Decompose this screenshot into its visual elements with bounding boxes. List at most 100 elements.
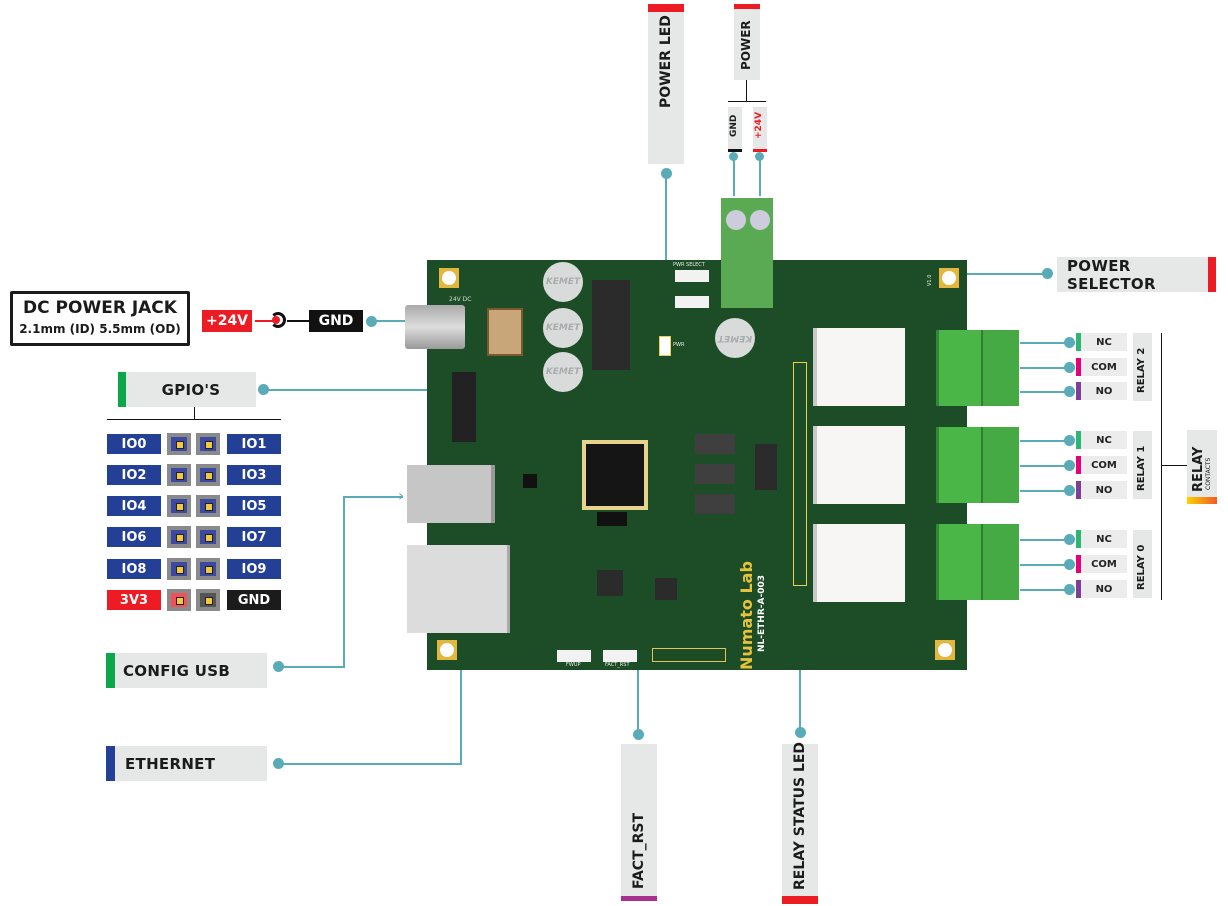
relay-2-no: NO (1081, 382, 1127, 400)
power-gnd-title: GND (729, 114, 739, 137)
dc-power-jack-callout: DC POWER JACK 2.1mm (ID) 5.5mm (OD) (10, 291, 190, 346)
optocoupler (695, 464, 735, 484)
terminal-screw-icon (726, 210, 746, 230)
usb-ic (523, 474, 537, 488)
power-24v-accent (753, 149, 767, 152)
ethernet-leader-line (279, 763, 462, 765)
jack-center-dot (272, 316, 280, 324)
power-24v-label: +24V (753, 107, 767, 152)
nc-accent (1076, 530, 1081, 548)
silk-pwr-select: PWR SELECT (673, 262, 705, 268)
power-gnd-dot (729, 152, 738, 161)
com-accent (1076, 358, 1081, 376)
contact-dot (1064, 584, 1075, 595)
capacitor-kemet: KEMET (715, 318, 755, 358)
relay-2-com: COM (1081, 358, 1127, 376)
power-selector-leader-dot (1042, 268, 1053, 279)
power-led-leader-line (665, 175, 667, 335)
contact-dot (1064, 460, 1075, 471)
relay-contacts-label: RELAY CONTACTS (1187, 430, 1217, 504)
power-led-leader-dot (661, 168, 672, 179)
contact-leader (1020, 490, 1068, 492)
pwr-header-2 (675, 296, 709, 308)
ethernet-title: ETHERNET (125, 754, 216, 773)
contact-dot (1064, 337, 1075, 348)
jack-negative-line (287, 320, 309, 322)
power-terminal-block (721, 198, 773, 308)
power-24v-dot (755, 152, 764, 161)
config-usb-label: CONFIG USB (106, 653, 267, 688)
gpio-pin-label: IO3 (227, 465, 281, 485)
config-usb-title: CONFIG USB (123, 661, 231, 680)
gpio-pin-icon (167, 558, 191, 580)
ethernet-label: ETHERNET (106, 746, 267, 781)
power-gnd-label: GND (728, 107, 742, 152)
relay-status-led-strip (793, 362, 807, 586)
gpio-bracket-line (107, 419, 281, 420)
jack-negative-badge: GND (309, 310, 363, 332)
power-led-label: POWER LED (648, 4, 684, 164)
crystal (597, 512, 627, 526)
regulator-ic (592, 280, 630, 370)
dc-power-jack-title: DC POWER JACK (23, 298, 177, 318)
gpio-pin-label-3v3: 3V3 (107, 590, 161, 610)
brand-logo: Numato Lab (737, 561, 756, 670)
relay-contacts-accent (1187, 497, 1217, 504)
program-header (652, 648, 726, 662)
relay-1-no: NO (1081, 481, 1127, 499)
optocoupler (695, 494, 735, 514)
silk-fact-rst: FACT_RST (605, 662, 630, 668)
driver-ic (755, 444, 777, 490)
relay-1-com: COM (1081, 456, 1127, 474)
relay-1-component (813, 426, 905, 504)
power-led-component (659, 336, 671, 356)
silk-24v-dc: 24V DC (449, 296, 472, 303)
gpio-pin-icon (196, 558, 220, 580)
gpio-pin-gnd-icon (196, 589, 220, 611)
relay-2-nc: NC (1081, 333, 1127, 351)
gpio-pin-label: IO7 (227, 527, 281, 547)
capacitor-kemet: KEMET (543, 262, 583, 302)
silk-pwr: PWR (673, 342, 685, 348)
board-version: V1.0 (927, 274, 933, 286)
ethernet-jack (407, 545, 510, 633)
contact-leader (1020, 440, 1068, 442)
gpio-pin-icon (196, 464, 220, 486)
config-usb-leader-line-2 (343, 496, 403, 498)
eeprom-ic (597, 570, 623, 596)
fact-rst-label: FACT_RST (621, 744, 657, 901)
nc-accent (1076, 333, 1081, 351)
optocoupler (695, 434, 735, 454)
relay-0-title: RELAY 0 (1136, 544, 1147, 590)
mounting-hole-icon (437, 640, 457, 660)
power-bracket-line (728, 101, 766, 102)
relay-2-terminal (936, 330, 1019, 406)
gpio-pin-label: IO4 (107, 496, 161, 516)
gpio-pin-3v3-icon (167, 589, 191, 611)
gpio-pin-icon (167, 464, 191, 486)
relay-status-led-title: RELAY STATUS LED (792, 741, 808, 890)
mounting-hole-icon (939, 268, 959, 288)
gpio-header (452, 372, 476, 442)
power-24v-line (759, 160, 761, 196)
capacitor-kemet: KEMET (543, 352, 583, 392)
mounting-hole-icon (935, 640, 955, 660)
fact-rst-leader-dot (633, 729, 644, 740)
relay-0-nc: NC (1081, 530, 1127, 548)
contact-dot (1064, 559, 1075, 570)
gpio-pin-label: IO0 (107, 434, 161, 454)
relay-2-component (813, 328, 905, 406)
capacitor-kemet: KEMET (543, 308, 583, 348)
gpio-bracket-stem (194, 407, 195, 419)
jack-leader-dot (366, 316, 377, 327)
relay-0-label: RELAY 0 (1133, 530, 1152, 598)
relay-0-terminal (936, 524, 1019, 600)
silk-fwup: FWUP (566, 662, 581, 668)
relay-bracket-stem (1161, 465, 1187, 466)
no-accent (1076, 481, 1081, 499)
ethernet-leader-vertical (460, 636, 462, 765)
gpio-title: GPIO'S (161, 380, 221, 399)
relay-1-nc: NC (1081, 431, 1127, 449)
contact-leader (1020, 564, 1068, 566)
terminal-screw-icon (750, 210, 770, 230)
